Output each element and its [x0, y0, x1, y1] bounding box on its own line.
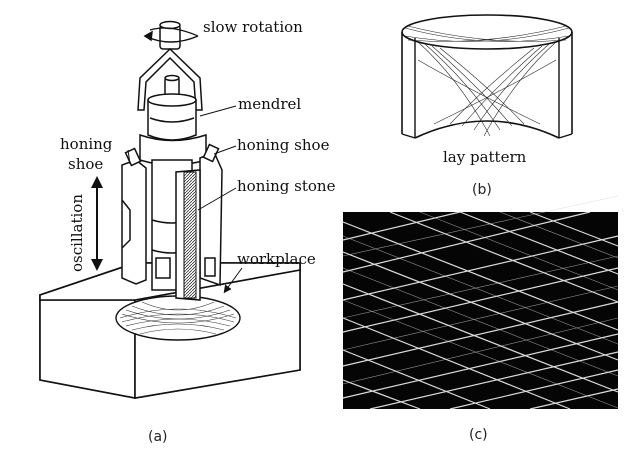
surface-micrograph [342, 195, 619, 410]
honing-tool [121, 20, 223, 301]
label-lay-pattern: lay pattern [443, 148, 527, 166]
oscillation-arrow [91, 176, 103, 271]
bore-opening [115, 295, 241, 341]
label-honing-shoe-left-line2: shoe [68, 155, 104, 173]
label-slow-rotation: slow rotation [203, 18, 303, 36]
caption-b: (b) [472, 182, 492, 198]
lay-pattern-cylinder [401, 14, 573, 139]
label-mendrel: mendrel [238, 95, 302, 113]
caption-c: (c) [469, 427, 488, 443]
label-honing-shoe-right: honing shoe [237, 136, 330, 154]
caption-a: (a) [148, 429, 168, 445]
leader-lines [127, 105, 243, 294]
label-honing-shoe-left-line1: honing [60, 135, 113, 153]
label-honing-stone: honing stone [237, 177, 336, 195]
label-workplace: workplace [237, 250, 316, 268]
label-oscillation: oscillation [68, 194, 86, 272]
